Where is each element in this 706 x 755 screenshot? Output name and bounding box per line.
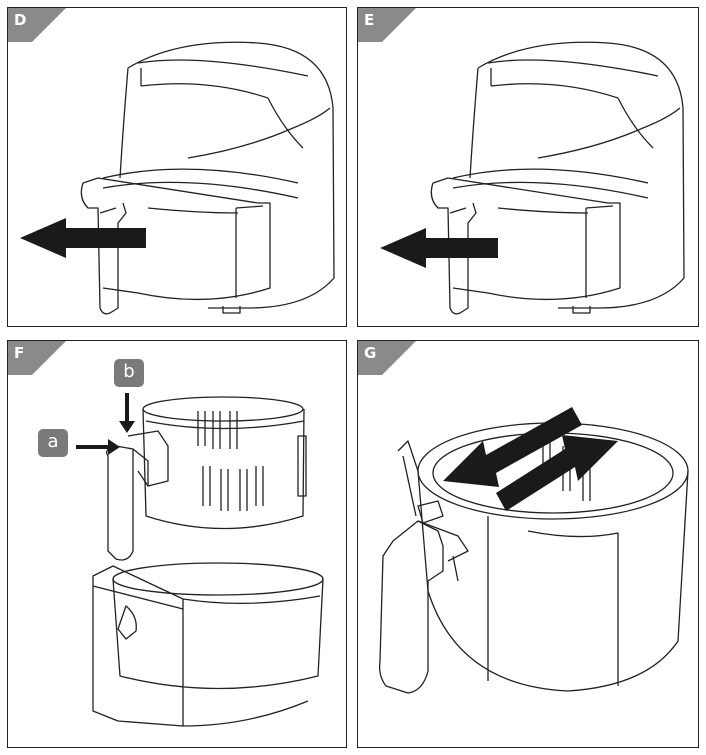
basket-insertion-illustration bbox=[378, 407, 689, 694]
air-fryer-drawer-open-illustration bbox=[20, 41, 335, 315]
pull-out-arrow-icon bbox=[20, 218, 146, 258]
callout-b-arrow-icon bbox=[119, 393, 135, 433]
panel-e-tag: E bbox=[358, 8, 416, 42]
callout-a: a bbox=[38, 429, 68, 457]
panel-e-label: E bbox=[364, 11, 375, 29]
panel-g-label: G bbox=[364, 344, 377, 362]
panel-f-tag: F bbox=[8, 341, 66, 375]
callout-a-arrow-icon bbox=[76, 439, 120, 455]
panel-e: E bbox=[357, 7, 699, 327]
panel-g: G bbox=[357, 340, 699, 748]
panel-f: F a b bbox=[7, 340, 347, 748]
panel-d-tag: D bbox=[8, 8, 66, 42]
callout-b: b bbox=[114, 359, 144, 387]
basket-separation-illustration bbox=[76, 393, 324, 727]
air-fryer-drawer-close-illustration bbox=[380, 41, 685, 315]
panel-d-label: D bbox=[14, 11, 27, 29]
insert-arrow-icon bbox=[496, 435, 618, 511]
panel-d: D bbox=[7, 7, 347, 327]
push-in-arrow-icon bbox=[380, 228, 498, 268]
panel-f-label: F bbox=[14, 344, 25, 362]
panel-g-tag: G bbox=[358, 341, 416, 375]
remove-arrow-icon bbox=[443, 407, 582, 487]
